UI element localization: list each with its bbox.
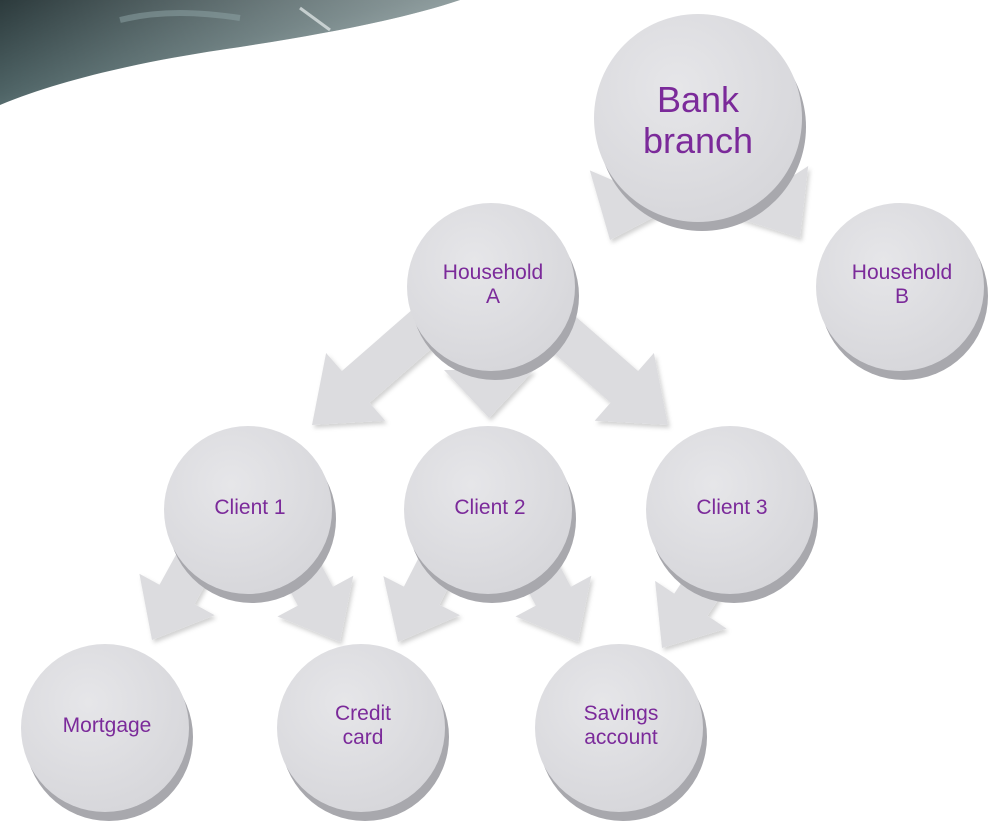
node-household-b xyxy=(816,203,988,380)
node-label-credit-card: Credit card xyxy=(334,701,392,749)
node-client-2 xyxy=(404,426,576,603)
node-household-a xyxy=(407,203,579,380)
node-label-client-1: Client 1 xyxy=(214,495,286,519)
node-circle xyxy=(594,14,802,222)
node-label-household-b: Household B xyxy=(851,260,953,308)
node-circle xyxy=(404,426,572,594)
node-savings-account xyxy=(535,644,707,821)
node-label-client-3: Client 3 xyxy=(696,495,768,519)
nodes-layer xyxy=(21,14,988,821)
node-circle xyxy=(816,203,984,371)
node-circle xyxy=(646,426,814,594)
decorative-photo-corner xyxy=(0,0,460,105)
node-client-3 xyxy=(646,426,818,603)
node-client-1 xyxy=(164,426,336,603)
node-circle xyxy=(535,644,703,812)
node-bank-branch xyxy=(594,14,806,231)
node-label-bank-branch: Bank branch xyxy=(642,78,754,161)
node-label-mortgage: Mortgage xyxy=(62,713,152,737)
node-label-household-a: Household A xyxy=(442,260,544,308)
node-circle xyxy=(277,644,445,812)
node-credit-card xyxy=(277,644,449,821)
node-circle xyxy=(21,644,189,812)
node-label-savings-account: Savings account xyxy=(583,701,659,749)
node-label-client-2: Client 2 xyxy=(454,495,526,519)
node-circle xyxy=(164,426,332,594)
node-mortgage xyxy=(21,644,193,821)
node-circle xyxy=(407,203,575,371)
